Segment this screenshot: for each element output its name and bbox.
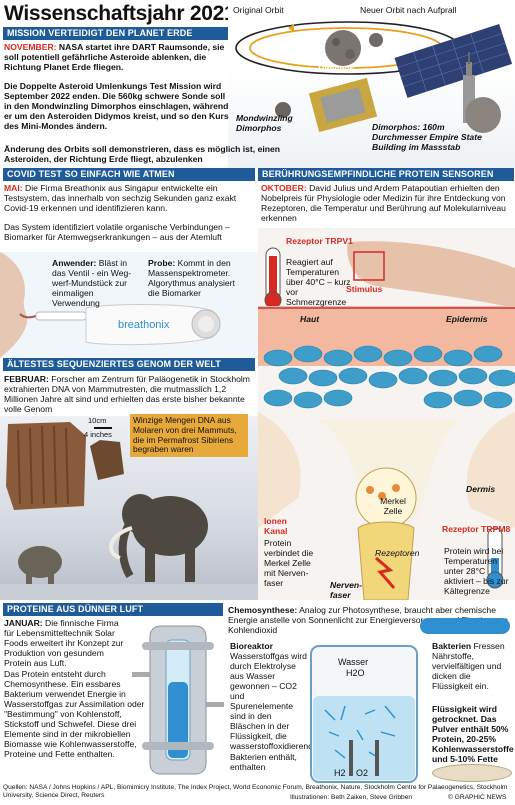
orbit-original-label: Original Orbit: [233, 5, 284, 15]
genom-header: ÄLTESTES SEQUENZIERTES GENOM DER WELT: [3, 358, 255, 371]
trpm8-title: Rezeptor TRPM8: [442, 524, 511, 534]
dermis-label: Dermis: [466, 484, 496, 494]
powder-illustration: [432, 764, 512, 782]
trpv1-title: Rezeptor TRPV1: [286, 236, 353, 246]
wasser-label: Wasser: [338, 657, 369, 667]
chemo-text: Chemosynthese: Analog zur Photosynthese,…: [228, 605, 508, 636]
covid-illustration: [0, 252, 258, 358]
skin-illustration: [258, 228, 515, 600]
mission-text-3: Änderung des Orbits soll demonstrieren, …: [4, 144, 281, 165]
didymos-label: Didymos: [318, 63, 355, 73]
epidermis-label: Epidermis: [446, 314, 488, 324]
nervenfaser-label: Nerven-faser: [330, 580, 362, 601]
dimorphos-label: Dimorphos: 160m Durchmesser Empire State…: [372, 122, 482, 153]
mission-text-1: NOVEMBER: NASA startet ihre DART Raumson…: [4, 42, 225, 73]
ionen-text: Protein verbindet die Merkel Zelle mit N…: [264, 538, 314, 589]
probe-text: Probe: Kommt in den Massenspektrometer. …: [148, 258, 235, 299]
bakterien-text: Bakterien Fressen Nährstoffe, vervielfäl…: [432, 641, 505, 692]
h2-label: H2: [334, 768, 346, 778]
covid-text-1: MAI: Die Firma Breathonix aus Singapur e…: [4, 183, 237, 214]
anwender-text: Anwender: Bläst in das Ventil - ein Weg-…: [52, 258, 132, 309]
sensor-header: BERÜHRUNGSEMPFINDLICHE PROTEIN SENSOREN: [258, 168, 514, 181]
ionen-title: Ionen Kanal: [264, 516, 288, 537]
page-title: Wissenschaftsjahr 2021: [4, 2, 236, 25]
mission-text-2: Die Doppelte Asteroid Umlenkungs Test Mi…: [4, 81, 229, 132]
footer-sources: Quellen: NASA / Johns Hopkins / APL, Bio…: [3, 784, 508, 799]
proteine-text-2: Das Protein entsteht durch Chemosynthese…: [4, 669, 145, 760]
proteine-text-1: JANUAR: Die finnische Firma für Lebensmi…: [4, 618, 124, 669]
covid-header: COVID TEST SO EINFACH WIE ATMEN: [3, 168, 255, 181]
footer-illustrations: Illustrationen: Beth Zaiken, Steve Gribb…: [290, 794, 413, 801]
sensor-text: OKTOBER: David Julius und Ardem Patapout…: [261, 183, 506, 224]
scale-bar: [94, 427, 112, 429]
h2o-label: H2O: [346, 668, 365, 678]
moon-label: Mondwinzling Dimorphos: [236, 113, 293, 134]
genom-text: FEBRUAR: Forscher am Zentrum für Paläoge…: [4, 374, 250, 415]
bacteria-icon: [420, 618, 510, 634]
rezeptoren-label: Rezeptoren: [375, 548, 420, 558]
scale-in-label: 4 inches: [84, 430, 112, 439]
trpv1-text: Reagiert auf Temperaturen über 40°C – ku…: [286, 257, 351, 308]
orbit-new-label: Neuer Orbit nach Aufprall: [360, 5, 457, 15]
mission-header: MISSION VERTEIDIGT DEN PLANET ERDE: [3, 27, 228, 40]
breathonix-logo: breathonix: [118, 319, 170, 331]
reactor-illustration: [132, 612, 224, 784]
o2-label: O2: [356, 768, 369, 778]
merkel-label: Merkel Zelle: [380, 496, 406, 517]
mission-illustration: [228, 0, 515, 168]
stimulus-label: Stimulus: [346, 284, 383, 294]
covid-text-2: Das System identifiziert volatile organi…: [4, 222, 230, 243]
haut-label: Haut: [300, 314, 320, 324]
bakterien-text-2: Flüssigkeit wird getrocknet. Das Pulver …: [432, 704, 514, 765]
trpm8-text: Protein wird bei Temperaturen unter 28°C…: [444, 546, 509, 597]
scale-cm-label: 10cm: [88, 416, 107, 425]
bioreactor-diagram: [305, 640, 423, 788]
footer-copyright: © GRAPHIC NEWS: [448, 794, 507, 801]
genom-note: Winzige Mengen DNA aus Molaren von drei …: [130, 414, 248, 458]
bioreaktor-text: Bioreaktor Wasserstoffgas wird durch Ele…: [230, 641, 318, 772]
proteine-header: PROTEINE AUS DÜNNER LUFT: [3, 603, 223, 616]
